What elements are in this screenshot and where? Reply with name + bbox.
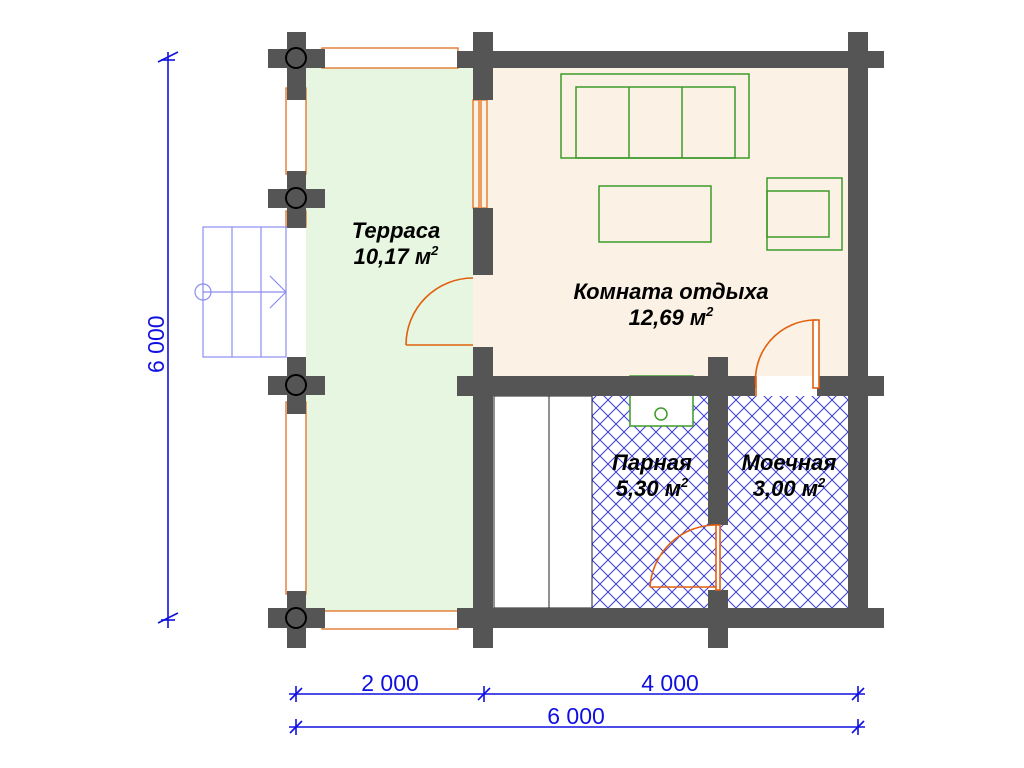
rest-room-floor [473, 68, 849, 376]
terrace-stairs [194, 226, 287, 358]
dimension-lines [157, 51, 865, 735]
door-wash-room [754, 319, 820, 396]
sofa [560, 73, 750, 159]
terrace-posts [268, 32, 325, 648]
post-1 [268, 32, 325, 100]
terrace-floor [306, 68, 473, 611]
walls [457, 32, 884, 648]
steam-room-floor [592, 396, 716, 608]
door-steam-room [649, 524, 721, 591]
door-terrace [405, 277, 474, 346]
sauna-bench [493, 395, 593, 609]
post-4 [268, 591, 325, 648]
table [598, 185, 712, 243]
post-2 [268, 171, 325, 228]
armchair [766, 177, 843, 251]
wash-room-floor [716, 396, 848, 608]
post-3 [268, 357, 325, 414]
